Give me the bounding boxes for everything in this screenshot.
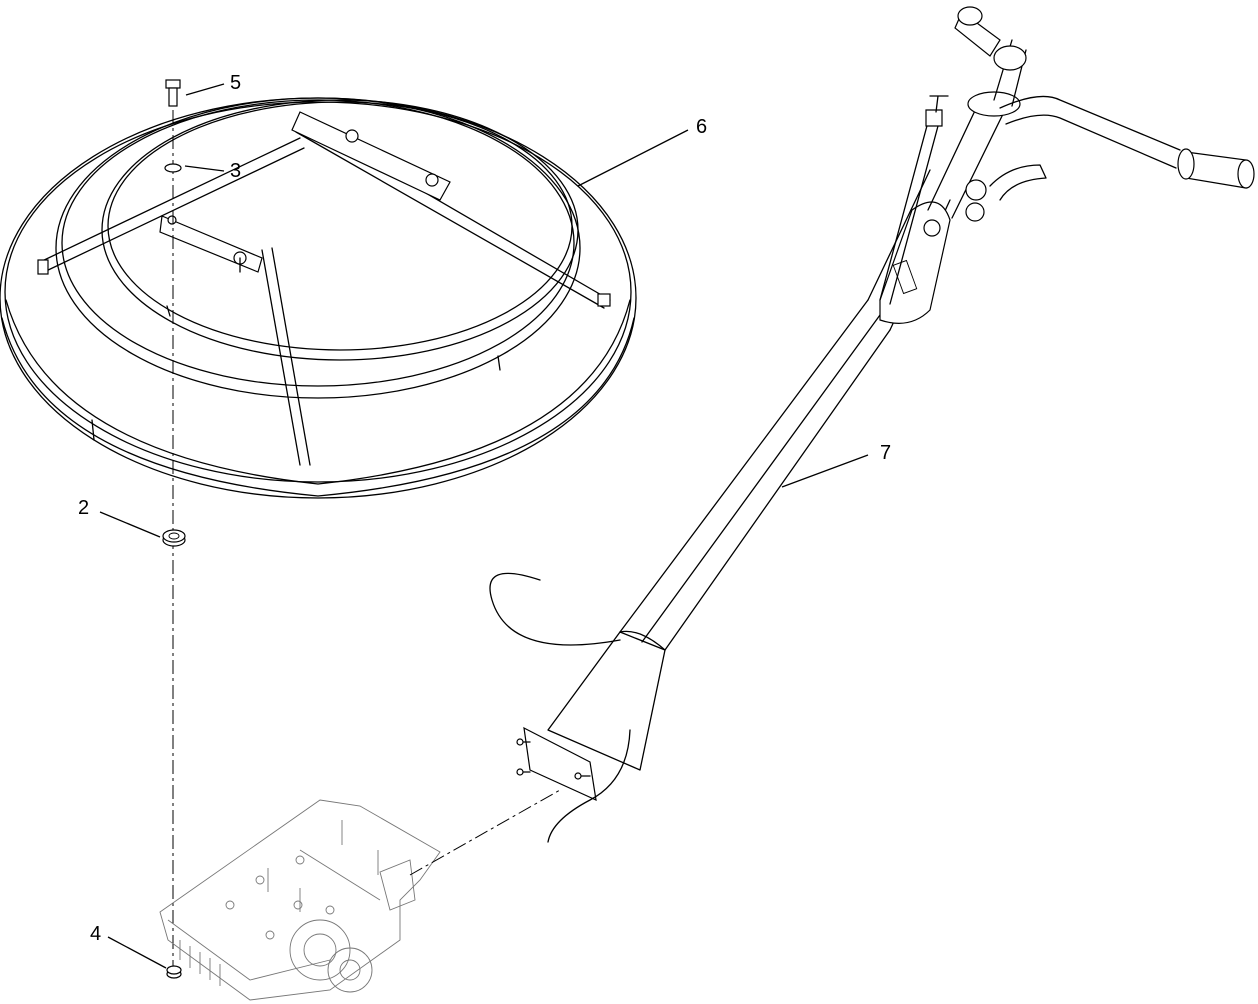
callout-2: 2 — [78, 497, 89, 519]
callout-4: 5 — [230, 72, 241, 94]
lower-nut-part — [166, 965, 182, 979]
callout-6: 6 — [696, 116, 707, 138]
leader-5 — [107, 936, 167, 969]
callout-5: 4 — [90, 923, 101, 945]
leader-7 — [781, 454, 869, 488]
leader-6 — [577, 129, 689, 187]
leader-2 — [99, 511, 161, 538]
guard-ring-assembly — [0, 97, 637, 499]
gearbox-base — [159, 799, 441, 1001]
callout-7: 7 — [880, 442, 891, 464]
nut-part — [162, 529, 186, 547]
washer-part — [164, 163, 182, 173]
leader-3 — [184, 165, 225, 172]
handle-mount-line — [409, 789, 561, 876]
callout-3: 3 — [230, 160, 241, 182]
handle-assembly — [489, 6, 1255, 843]
bolt-part — [165, 79, 181, 107]
leader-4 — [185, 83, 225, 96]
